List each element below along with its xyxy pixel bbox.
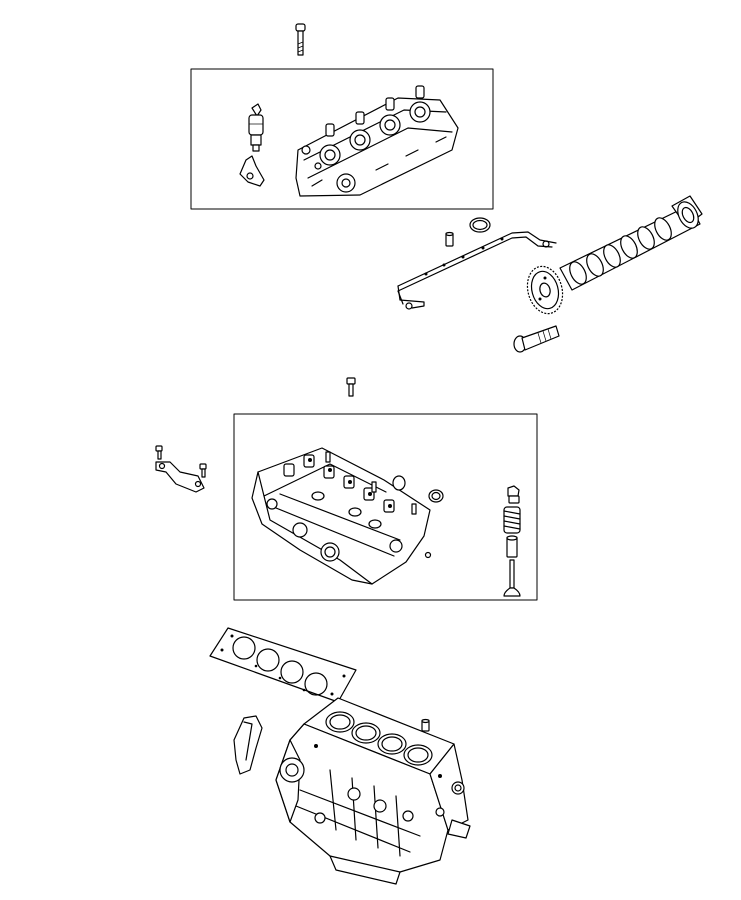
block-dowel[interactable] [421,718,430,732]
valve-cover[interactable] [295,85,459,197]
cylinder-head[interactable] [251,447,431,585]
oring-seal[interactable] [469,217,491,233]
block-heat-shield[interactable] [233,715,263,775]
cover-gasket[interactable] [397,231,557,310]
valve-guide[interactable] [506,535,518,558]
head-bolt[interactable] [295,23,306,56]
injector-clamp[interactable] [239,155,265,187]
cylinder-head-box [233,413,538,601]
dowel-pin[interactable] [445,231,454,247]
camshaft[interactable] [559,195,703,291]
lifting-bracket[interactable] [155,445,207,493]
valve-keepers[interactable] [507,485,520,504]
fuel-injector[interactable] [248,103,264,152]
cup-plug[interactable] [392,475,444,559]
engine-block[interactable] [275,697,471,885]
head-gasket[interactable] [209,627,357,703]
cam-bolt[interactable] [513,325,560,353]
engine-valve[interactable] [503,559,521,597]
cam-sprocket[interactable] [522,262,567,317]
small-bolt[interactable] [346,377,356,397]
cover-assembly-box [190,68,494,210]
valve-spring[interactable] [503,506,521,534]
